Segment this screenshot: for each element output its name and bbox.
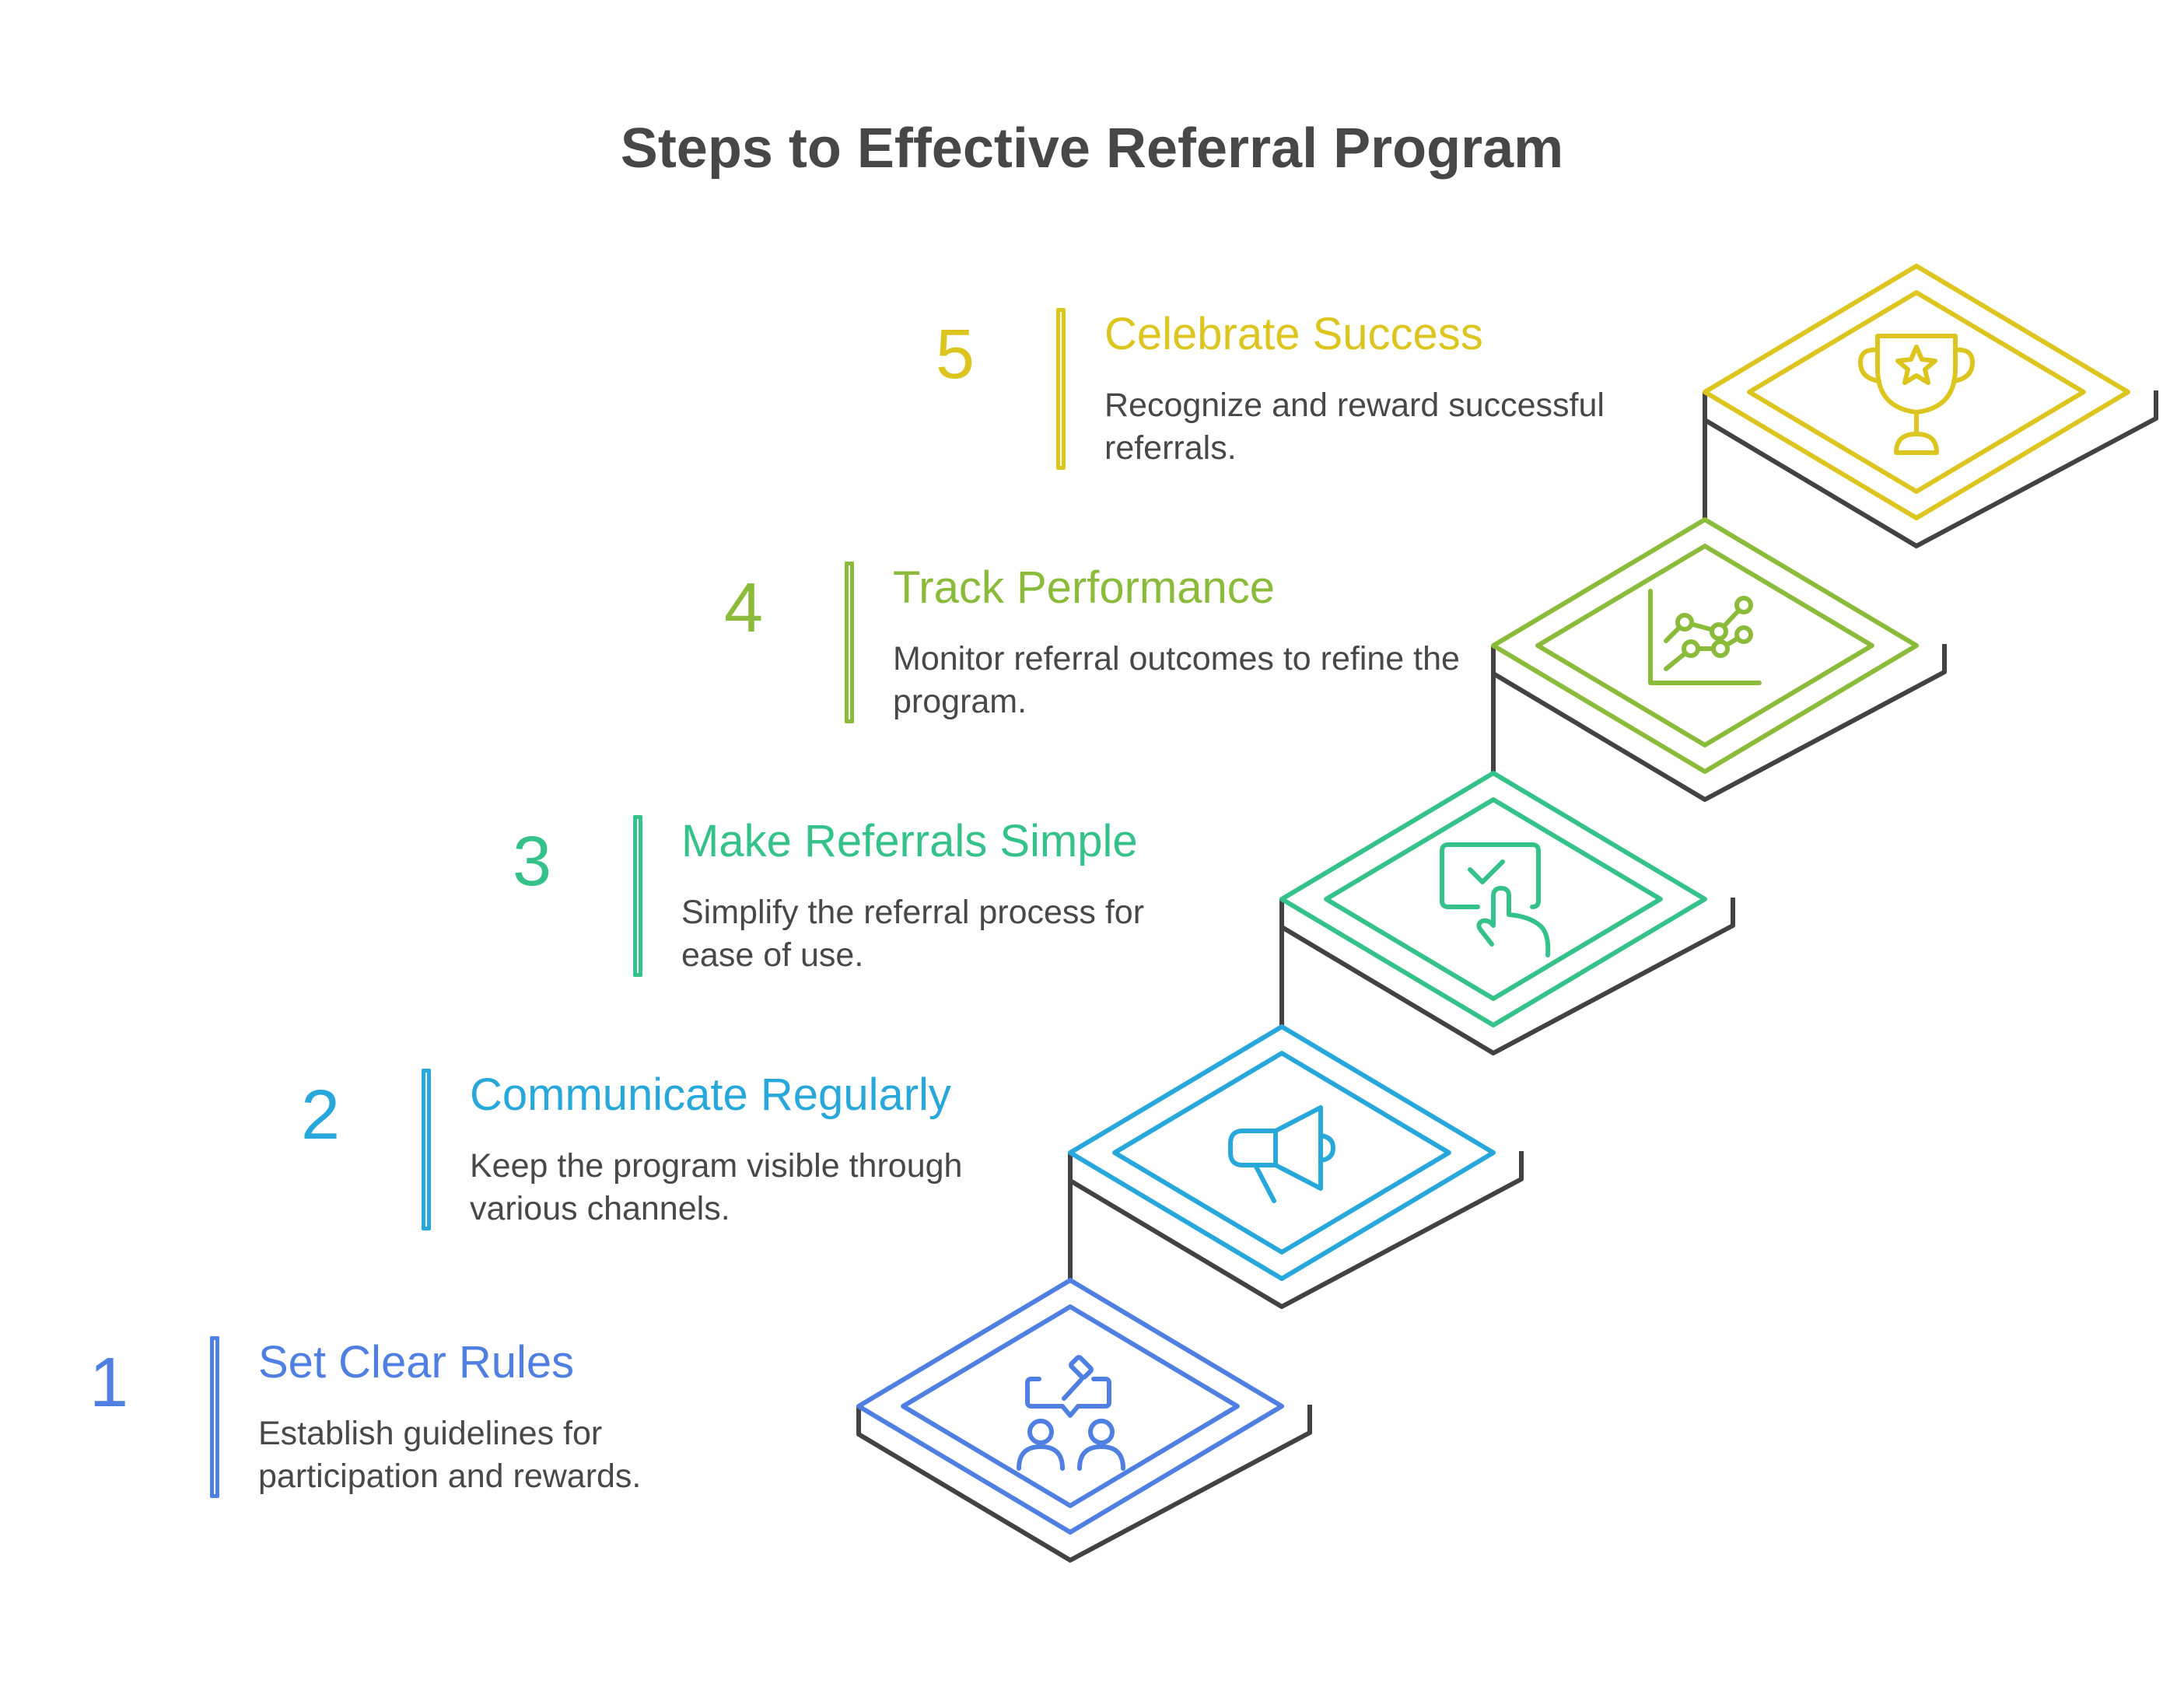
step-inner-1 (901, 1304, 1240, 1508)
step-title: Communicate Regularly (470, 1069, 951, 1120)
step-description: Establish guidelines for participation a… (258, 1415, 642, 1495)
step-title: Make Referrals Simple (681, 816, 1138, 866)
step-number: 4 (723, 569, 764, 647)
page-title: Steps to Effective Referral Program (620, 117, 1564, 180)
step-1: 1 Set Clear Rules Establish guidelines f… (62, 1336, 996, 1515)
step-inner-2 (1112, 1051, 1451, 1255)
line-chart-icon (1648, 589, 1762, 685)
step-top-4 (1491, 517, 1919, 774)
step-bar (1056, 308, 1066, 470)
stair-tops (856, 264, 2130, 1535)
stair-side (1703, 390, 2158, 548)
step-5: 5 Celebrate Success Recognize and reward… (908, 308, 1842, 487)
touch-checkmark-icon (1440, 842, 1551, 957)
step-4: 4 Track Performance Monitor referral out… (697, 562, 1630, 740)
stair-side (1279, 898, 1735, 1055)
stair-side (1068, 1151, 1524, 1309)
step-number: 5 (935, 316, 975, 394)
step-bar (633, 815, 642, 977)
step-3: 3 Make Referrals Simple Simplify the ref… (485, 815, 1419, 994)
stair-side (1491, 644, 1947, 802)
step-inner-3 (1324, 797, 1663, 1001)
step-description: Monitor referral outcomes to refine the … (893, 640, 1460, 720)
step-bar (422, 1069, 431, 1230)
step-title: Set Clear Rules (258, 1337, 575, 1388)
megaphone-icon (1228, 1105, 1335, 1203)
step-number: 1 (89, 1344, 129, 1422)
step-inner-5 (1747, 290, 2086, 494)
step-top-2 (1068, 1024, 1496, 1281)
step-bar (210, 1336, 219, 1498)
trophy-icon (1858, 334, 1975, 455)
gavel-chat-people-icon (1017, 1355, 1125, 1471)
step-bar (845, 562, 854, 723)
step-description: Simplify the referral process for ease o… (681, 894, 1145, 974)
step-description: Recognize and reward successful referral… (1104, 387, 1605, 467)
stair-walls (856, 390, 2158, 1563)
stair-side (856, 1405, 1312, 1563)
step-inner-4 (1535, 544, 1874, 747)
step-title: Track Performance (893, 562, 1275, 613)
step-title: Celebrate Success (1104, 309, 1483, 359)
step-number: 3 (512, 823, 552, 901)
step-2: 2 Communicate Regularly Keep the program… (274, 1069, 1207, 1248)
step-description: Keep the program visible through various… (470, 1147, 963, 1227)
step-number: 2 (300, 1076, 341, 1154)
stair-icons (1017, 334, 1975, 1471)
step-top-5 (1703, 264, 2130, 520)
step-top-1 (856, 1278, 1284, 1535)
